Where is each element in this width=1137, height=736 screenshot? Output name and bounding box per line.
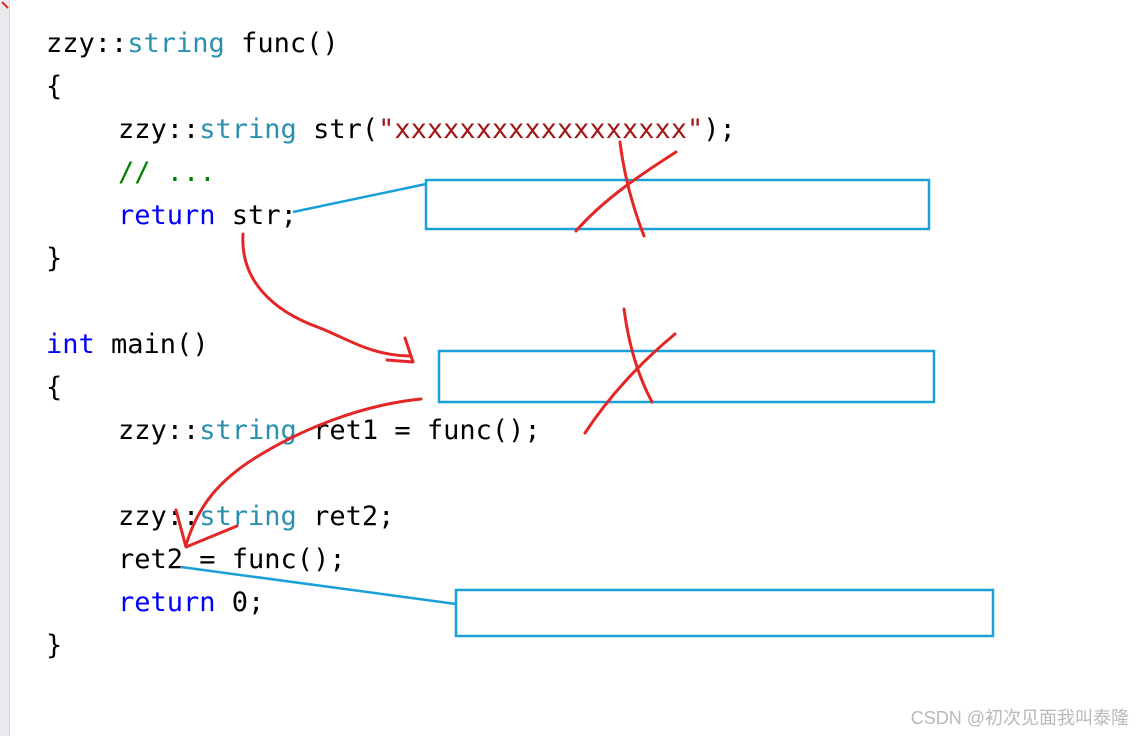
code-line-1: zzy::string func() [46,24,339,64]
keyword-token: return [118,587,216,618]
code-line-10: zzy::string ret2; [118,497,394,537]
code-line-9: zzy::string ret1 = func(); [118,411,541,451]
cross-mark-2-stroke-a [622,307,654,404]
open-brace: { [46,372,63,403]
str-object-box [424,178,931,231]
code-line-3: zzy::string str("xxxxxxxxxxxxxxxxxx"); [118,110,736,150]
cross-mark-2-stroke-b [583,332,677,435]
code-line-5: return str; [118,196,297,236]
watermark: CSDN @初次见面我叫泰隆 [910,708,1129,728]
close-brace: } [46,243,63,274]
string-literal: "xxxxxxxxxxxxxxxxxx" [378,114,704,145]
type-token: string [199,415,297,446]
type-token: string [127,28,225,59]
namespace-token: zzy:: [118,501,200,532]
cross-mark-1-stroke-b [574,150,678,233]
code-text: str; [215,200,297,231]
type-token: string [199,114,297,145]
code-line-7: int main() [46,325,209,365]
code-text: ); [703,114,736,145]
ret2-object-box [454,588,995,638]
namespace-token: zzy:: [118,415,200,446]
close-brace: } [46,630,63,661]
cross-mark-1-stroke-a [618,140,646,238]
code-line-2: { [46,67,62,107]
keyword-token: int [46,329,95,360]
code-text: 0; [215,587,265,618]
code-text: ret2 = func(); [118,544,346,575]
temp-object-box [437,349,936,404]
namespace-token: zzy:: [46,28,128,59]
code-line-11: ret2 = func(); [118,540,346,580]
open-brace: { [46,71,63,102]
keyword-token: return [118,200,216,231]
code-text: ret1 = func(); [296,415,541,446]
comment-token: // ... [118,157,216,188]
code-line-8: { [46,368,62,408]
editor-gutter [0,0,10,736]
namespace-token: zzy:: [118,114,200,145]
code-line-12: return 0; [118,583,264,623]
code-text: ret2; [296,501,395,532]
code-text: func() [224,28,339,59]
return-copy-arrowhead [385,336,415,364]
code-line-4: // ... [118,153,216,193]
code-text: str( [296,114,379,145]
code-line-6: } [46,239,62,279]
return-copy-arrow [241,232,412,358]
code-line-13: } [46,626,62,666]
code-text: main() [94,329,209,360]
str-connector-line [292,182,427,214]
type-token: string [199,501,297,532]
